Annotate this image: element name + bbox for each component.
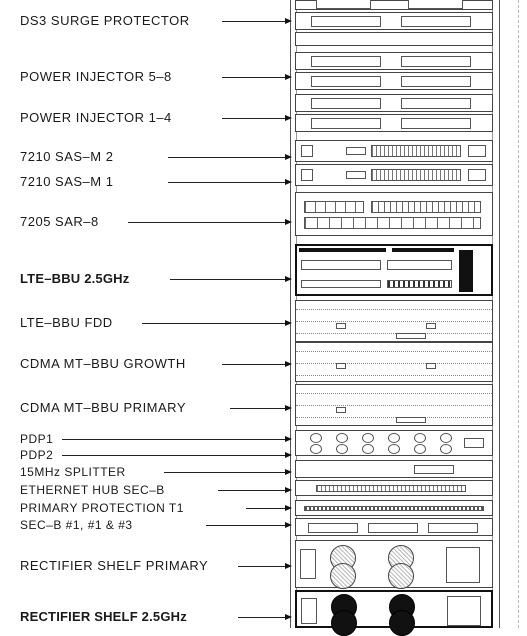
7205-sar-8-unit	[295, 192, 493, 236]
arrow-protection-t1	[285, 505, 292, 511]
leader-line-ethernet-hub	[218, 490, 286, 491]
leader-line-pi-5-8	[222, 77, 286, 78]
leader-line-lte-fdd	[142, 323, 286, 324]
arrow-lte-2-5	[285, 276, 292, 282]
blank-panel	[295, 32, 493, 46]
arrow-lte-fdd	[285, 320, 292, 326]
power-injector-1-4-upper	[295, 94, 493, 112]
page-edge	[518, 0, 525, 628]
ethernet-hub-sec-b-unit	[295, 480, 493, 496]
label-pdp1: PDP1	[20, 432, 54, 446]
label-rectifier-shelf-2-5ghz: RECTIFIER SHELF 2.5GHz	[20, 609, 187, 624]
leader-line-cdma-primary	[230, 408, 286, 409]
label-ds3-surge-protector: DS3 SURGE PROTECTOR	[20, 13, 190, 28]
leader-line-lte-2-5	[170, 279, 286, 280]
arrow-sec-b	[285, 522, 292, 528]
ds3-surge-protector-unit	[295, 12, 493, 30]
rectifier-shelf-primary-unit	[295, 540, 493, 589]
label-7210-sas-m-2: 7210 SAS–M 2	[20, 149, 114, 164]
arrow-rect-primary	[285, 563, 292, 569]
leader-line-rect-2-5	[238, 617, 286, 618]
label-cdma-mt-bbu-growth: CDMA MT–BBU GROWTH	[20, 356, 186, 371]
cdma-mt-bbu-primary-unit	[295, 384, 493, 426]
rack-frame	[290, 0, 500, 628]
arrow-pi-5-8	[285, 74, 292, 80]
arrow-pdp2	[285, 452, 292, 458]
label-15mhz-splitter: 15MHz SPLITTER	[20, 465, 126, 479]
label-7210-sas-m-1: 7210 SAS–M 1	[20, 174, 114, 189]
arrow-pi-1-4	[285, 115, 292, 121]
lte-bbu-fdd-unit	[295, 300, 493, 342]
primary-protection-t1-unit	[295, 500, 493, 516]
label-lte-bbu-fdd: LTE–BBU FDD	[20, 315, 113, 330]
arrow-ds3	[285, 18, 292, 24]
arrow-sas-m-2	[285, 154, 292, 160]
arrow-pdp1	[285, 436, 292, 442]
power-injector-5-8-upper	[295, 52, 493, 70]
top-equipment	[295, 0, 493, 10]
label-rectifier-shelf-primary: RECTIFIER SHELF PRIMARY	[20, 558, 209, 573]
leader-line-pdp1	[62, 439, 286, 440]
label-7205-sar-8: 7205 SAR–8	[20, 214, 99, 229]
arrow-sar-8	[285, 219, 292, 225]
arrow-splitter	[285, 469, 292, 475]
leader-line-sas-m-1	[168, 182, 286, 183]
sec-b-unit	[295, 518, 493, 536]
label-primary-protection-t1: PRIMARY PROTECTION T1	[20, 501, 184, 515]
leader-line-splitter	[164, 472, 286, 473]
arrow-sas-m-1	[285, 179, 292, 185]
rectifier-shelf-2-5ghz-unit	[295, 590, 493, 636]
leader-line-ds3	[222, 21, 286, 22]
arrow-ethernet-hub	[285, 487, 292, 493]
label-pdp2: PDP2	[20, 448, 54, 462]
label-sec-b: SEC–B #1, #1 & #3	[20, 518, 133, 532]
power-injector-5-8-lower	[295, 72, 493, 90]
15mhz-splitter-unit	[295, 460, 493, 478]
label-power-injector-5-8: POWER INJECTOR 5–8	[20, 69, 172, 84]
pdp-unit	[295, 430, 493, 456]
7210-sas-m-1-unit	[295, 164, 493, 186]
arrow-rect-2-5	[285, 614, 292, 620]
lte-bbu-2-5ghz-unit	[295, 244, 493, 296]
arrow-cdma-growth	[285, 361, 292, 367]
leader-line-rect-primary	[238, 566, 286, 567]
leader-line-sas-m-2	[168, 157, 286, 158]
label-ethernet-hub-sec-b: ETHERNET HUB SEC–B	[20, 483, 165, 497]
label-lte-bbu-2-5ghz: LTE–BBU 2.5GHz	[20, 271, 130, 286]
7210-sas-m-2-unit	[295, 140, 493, 162]
arrow-cdma-primary	[285, 405, 292, 411]
leader-line-sec-b	[206, 525, 286, 526]
leader-line-cdma-growth	[222, 364, 286, 365]
leader-line-protection-t1	[246, 508, 286, 509]
leader-line-pdp2	[62, 455, 286, 456]
leader-line-pi-1-4	[222, 118, 286, 119]
cdma-mt-bbu-growth-unit	[295, 342, 493, 382]
power-injector-1-4-lower	[295, 114, 493, 132]
label-cdma-mt-bbu-primary: CDMA MT–BBU PRIMARY	[20, 400, 187, 415]
label-power-injector-1-4: POWER INJECTOR 1–4	[20, 110, 172, 125]
leader-line-sar-8	[128, 222, 286, 223]
